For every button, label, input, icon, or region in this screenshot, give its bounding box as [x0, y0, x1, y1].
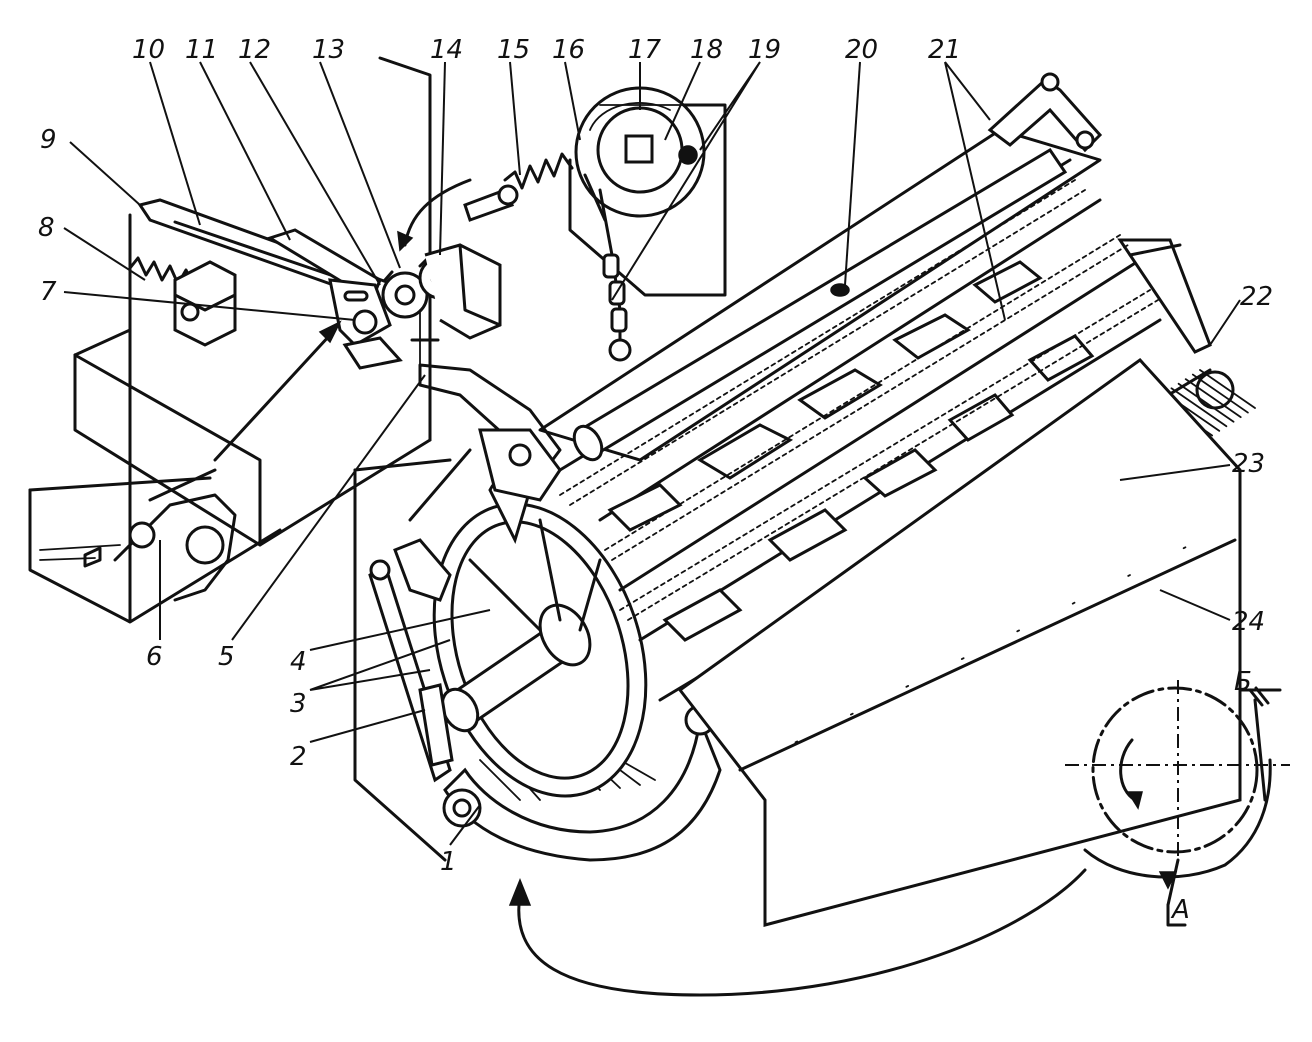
- long-frame: [538, 72, 1235, 702]
- callout-12: 12: [238, 35, 271, 65]
- comb-tooth: [1199, 369, 1256, 409]
- comb-and-plate: [677, 358, 1256, 927]
- bracket-detail-6: [83, 468, 237, 602]
- comb-tooth: [1170, 387, 1228, 428]
- callout-17: 17: [628, 35, 662, 65]
- callout-11: 11: [185, 35, 218, 65]
- view-marker-b: Б: [1234, 667, 1252, 697]
- callout-4: 4: [290, 647, 307, 677]
- callout-labels: 1 2 3 4 5 6 7 8 9 10 11 12 13 14 15 16 1…: [38, 35, 1273, 925]
- callout-5: 5: [218, 642, 235, 672]
- comb-tooth: [1177, 382, 1235, 423]
- leader-lines: [63, 61, 1241, 846]
- lever-assembly: [128, 178, 502, 462]
- comb-tooth: [1191, 373, 1249, 414]
- callout-15: 15: [497, 35, 530, 65]
- callout-6: 6: [146, 642, 163, 672]
- return-arrow: [508, 868, 1087, 997]
- callout-8: 8: [38, 213, 55, 243]
- callout-20: 20: [845, 35, 878, 65]
- callout-22: 22: [1240, 282, 1273, 312]
- view-marker-a: А: [1170, 895, 1190, 925]
- callout-21: 21: [928, 35, 961, 65]
- rotation-diagram: [1065, 680, 1290, 927]
- callout-14: 14: [430, 35, 463, 65]
- callout-24: 24: [1232, 607, 1265, 637]
- callout-1: 1: [440, 847, 457, 877]
- reel-drum: [353, 363, 734, 862]
- callout-16: 16: [552, 35, 585, 65]
- callout-19: 19: [748, 35, 781, 65]
- callout-18: 18: [690, 35, 723, 65]
- comb-tooth: [1184, 378, 1242, 419]
- cam-detail: [463, 86, 727, 362]
- callout-9: 9: [40, 125, 57, 155]
- callout-13: 13: [312, 35, 345, 65]
- callout-3: 3: [290, 689, 307, 719]
- callout-7: 7: [40, 277, 57, 307]
- callout-23: 23: [1232, 449, 1265, 479]
- frame-windows: [607, 260, 1095, 642]
- callout-10: 10: [132, 35, 165, 65]
- callout-2: 2: [290, 742, 307, 772]
